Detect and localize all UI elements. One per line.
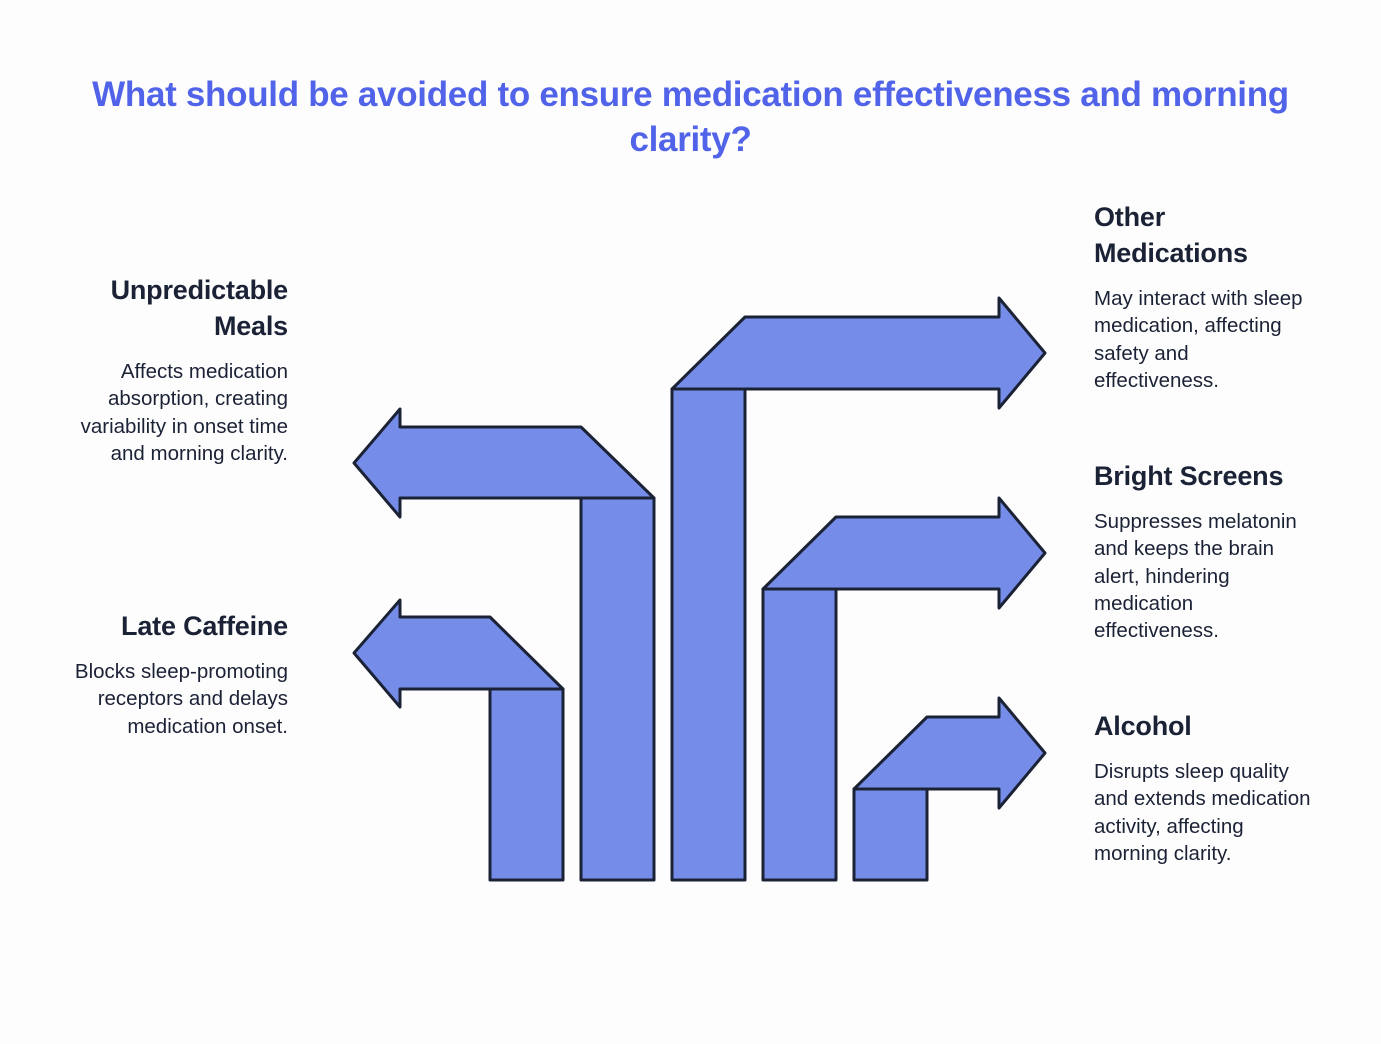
item-description: Suppresses melatonin and keeps the brain…	[1094, 510, 1297, 643]
item-description: Blocks sleep-promoting receptors and del…	[74, 660, 288, 738]
item-description: Disrupts sleep quality and extends medic…	[1094, 760, 1311, 865]
item-description: Affects medication absorption, creating …	[80, 360, 288, 465]
item-heading: Late Caffeine	[121, 611, 288, 641]
item-heading: Other Medications	[1094, 202, 1248, 268]
item-heading: Alcohol	[1094, 711, 1192, 741]
diagram-title: What should be avoided to ensure medicat…	[92, 75, 1289, 159]
item-heading: Unpredictable Meals	[110, 275, 289, 341]
arrow-other-medications	[670, 296, 1047, 882]
item-late-caffeine: Late Caffeine Blocks sleep-promoting rec…	[60, 608, 288, 740]
arrow-unpredictable-meals	[352, 407, 656, 882]
item-bright-screens: Bright Screens Suppresses melatonin and …	[1094, 458, 1319, 644]
item-heading: Bright Screens	[1094, 461, 1284, 491]
arrow-alcohol	[852, 696, 1047, 882]
item-alcohol: Alcohol Disrupts sleep quality and exten…	[1094, 708, 1319, 867]
item-unpredictable-meals: Unpredictable Meals Affects medication a…	[60, 272, 289, 467]
arrow-late-caffeine	[352, 598, 565, 882]
arrow-bright-screens	[761, 496, 1047, 882]
item-description: May interact with sleep medication, affe…	[1094, 287, 1303, 392]
item-other-medications: Other Medications May interact with slee…	[1094, 199, 1319, 394]
